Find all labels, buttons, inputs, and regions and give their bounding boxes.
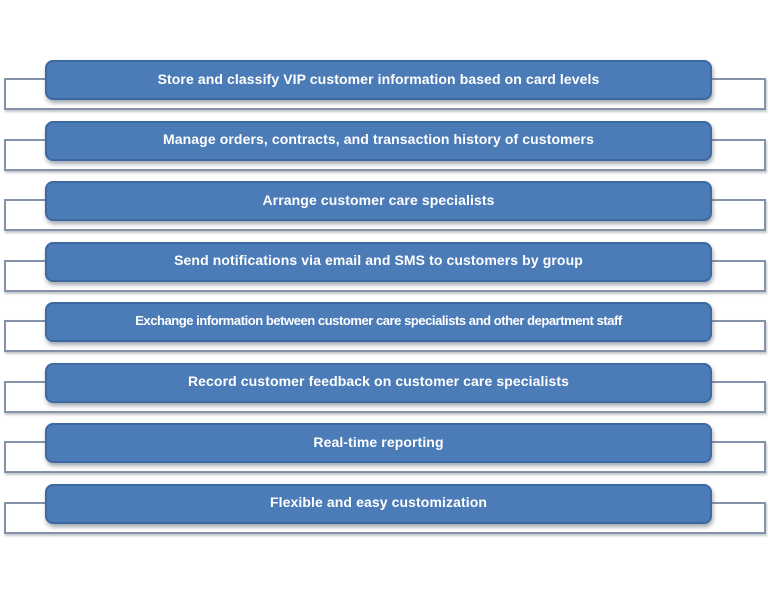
- step-bar: Real-time reporting: [45, 423, 712, 463]
- list-item: Exchange information between customer ca…: [0, 302, 768, 358]
- step-label: Real-time reporting: [313, 433, 444, 450]
- step-label: Arrange customer care specialists: [262, 191, 495, 208]
- step-bar: Arrange customer care specialists: [45, 181, 712, 221]
- step-label: Manage orders, contracts, and transactio…: [163, 131, 594, 147]
- list-item: Flexible and easy customization: [0, 483, 768, 540]
- step-bar: Store and classify VIP customer informat…: [45, 60, 712, 100]
- list-item: Arrange customer care specialists: [0, 181, 768, 237]
- step-bar: Send notifications via email and SMS to …: [45, 241, 712, 282]
- step-label: Send notifications via email and SMS to …: [174, 252, 583, 268]
- step-bar: Flexible and easy customization: [45, 483, 712, 524]
- step-bar: Manage orders, contracts, and transactio…: [45, 120, 712, 161]
- list-item: Send notifications via email and SMS to …: [0, 241, 768, 298]
- list-item: Manage orders, contracts, and transactio…: [0, 120, 768, 177]
- step-bar: Exchange information between customer ca…: [45, 302, 712, 342]
- list-item: Real-time reporting: [0, 423, 768, 479]
- step-label: Flexible and easy customization: [269, 494, 488, 510]
- list-item: Store and classify VIP customer informat…: [0, 60, 768, 116]
- step-bar: Record customer feedback on customer car…: [45, 362, 712, 403]
- step-label: Exchange information between customer ca…: [135, 313, 622, 328]
- list-item: Record customer feedback on customer car…: [0, 362, 768, 419]
- step-label: Record customer feedback on customer car…: [187, 373, 570, 389]
- step-label: Store and classify VIP customer informat…: [157, 70, 600, 87]
